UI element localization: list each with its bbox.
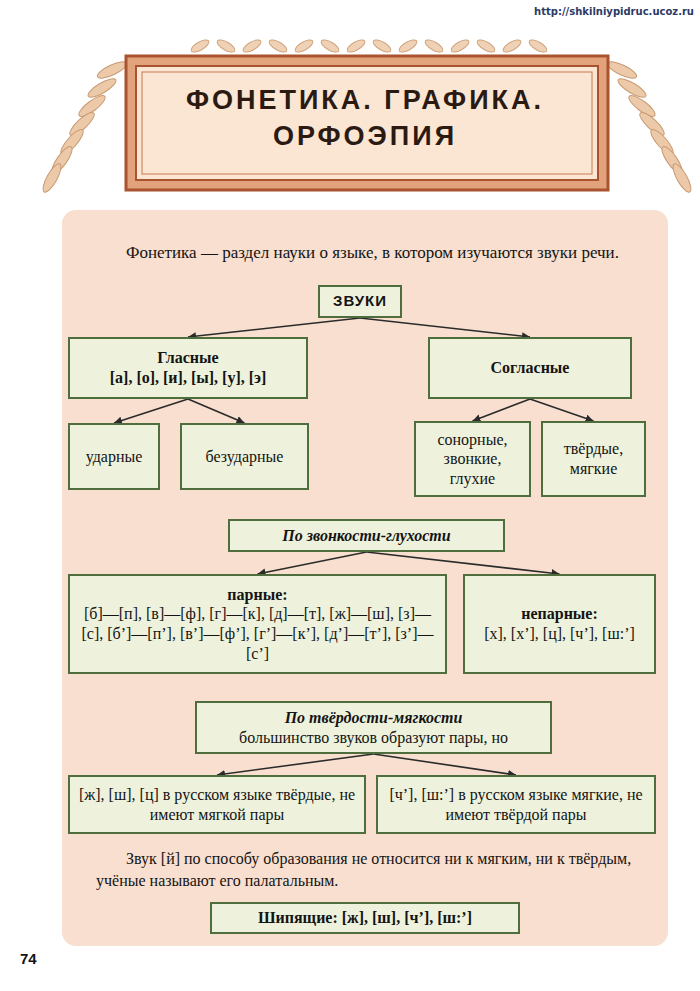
leaf <box>501 38 522 55</box>
leaf <box>189 38 210 55</box>
type-box: ударные <box>68 423 160 490</box>
box-text: твёрдые, мягкие <box>551 439 636 478</box>
leaf <box>319 38 340 55</box>
box-text: большинство звуков образуют пары, но <box>239 728 508 748</box>
url: http://shkilniypidruc.ucoz.ru <box>500 6 694 18</box>
panel <box>62 210 668 946</box>
root-box: ЗВУКИ <box>318 285 402 318</box>
leaf <box>423 38 444 55</box>
note: Звук [й] по способу образования не относ… <box>96 848 658 893</box>
criterion-box: По твёрдости-мягкостибольшинство звуков … <box>195 701 552 754</box>
criterion-box: По звонкости-глухости <box>228 519 505 552</box>
box-text: По твёрдости-мягкости <box>285 708 463 728</box>
box-text: сонорные, звонкие, глухие <box>424 430 521 489</box>
leaf <box>293 38 314 55</box>
type-box: безударные <box>180 423 309 490</box>
box-text: ЗВУКИ <box>333 292 387 310</box>
arrow-connector <box>188 399 245 423</box>
banner-line <box>142 72 592 174</box>
box-text: [ж], [ш], [ц] в русском языке твёрдые, н… <box>78 785 356 824</box>
box-text: [б]—[п], [в]—[ф], [г]—[к], [д]—[т], [ж]—… <box>78 604 437 663</box>
leaf <box>95 59 128 82</box>
type-box: твёрдые, мягкие <box>541 421 646 497</box>
leaf <box>670 162 694 195</box>
leaf <box>371 38 392 55</box>
pairs-box: непарные:[х], [х’], [ц], [ч’], [ш:’] <box>463 574 656 674</box>
box-text: непарные: <box>521 604 598 624</box>
arrow-connector <box>217 754 374 775</box>
leaf-ornament <box>40 38 694 195</box>
arrow-connector <box>473 399 531 421</box>
type-box: сонорные, звонкие, глухие <box>414 421 531 497</box>
leaf <box>475 38 496 55</box>
hissing-box: Шипящие: [ж], [ш], [ч’], [ш:’] <box>210 902 520 934</box>
box-text: Согласные <box>491 358 570 378</box>
title: ФОНЕТИКА. ГРАФИКА. ОРФОЭПИЯ <box>150 82 580 155</box>
arrow-connector <box>258 552 367 574</box>
leaf <box>527 38 548 55</box>
leaf <box>345 38 366 55</box>
box-text: Гласные <box>157 348 218 368</box>
leaf <box>215 38 236 55</box>
leaf <box>241 38 262 55</box>
rule-box: [ж], [ш], [ц] в русском языке твёрдые, н… <box>68 775 366 834</box>
arrow-connector <box>114 399 188 423</box>
category-box: Согласные <box>428 337 632 399</box>
arrow-connector <box>367 552 560 574</box>
definition: Фонетика — раздел науки о языке, в котор… <box>96 242 658 265</box>
arrow-connector <box>360 318 530 337</box>
leaf <box>40 162 64 195</box>
box-text: безударные <box>206 447 284 467</box>
banner-inner <box>136 66 598 180</box>
pairs-box: парные:[б]—[п], [в]—[ф], [г]—[к], [д]—[т… <box>68 574 447 674</box>
leaf <box>397 38 418 55</box>
arrow-connector <box>374 754 517 775</box>
leaf <box>605 59 638 82</box>
box-text: [ч’], [ш:’] в русском языке мягкие, не и… <box>386 785 646 824</box>
box-text: [х], [х’], [ц], [ч’], [ш:’] <box>484 624 635 644</box>
leaf <box>267 38 288 55</box>
arrow-connector <box>188 318 360 337</box>
box-text: ударные <box>86 447 143 467</box>
page-number: 74 <box>20 950 60 968</box>
rule-box: [ч’], [ш:’] в русском языке мягкие, не и… <box>376 775 656 834</box>
box-text: Шипящие: [ж], [ш], [ч’], [ш:’] <box>258 908 472 928</box>
box-text: По звонкости-глухости <box>282 526 450 546</box>
box-text: парные: <box>227 585 287 605</box>
banner-frame <box>126 56 608 190</box>
box-text: [а], [о], [и], [ы], [у], [э] <box>110 368 267 388</box>
category-box: Гласные[а], [о], [и], [ы], [у], [э] <box>68 337 308 399</box>
leaf <box>449 38 470 55</box>
arrow-connector <box>530 399 594 421</box>
